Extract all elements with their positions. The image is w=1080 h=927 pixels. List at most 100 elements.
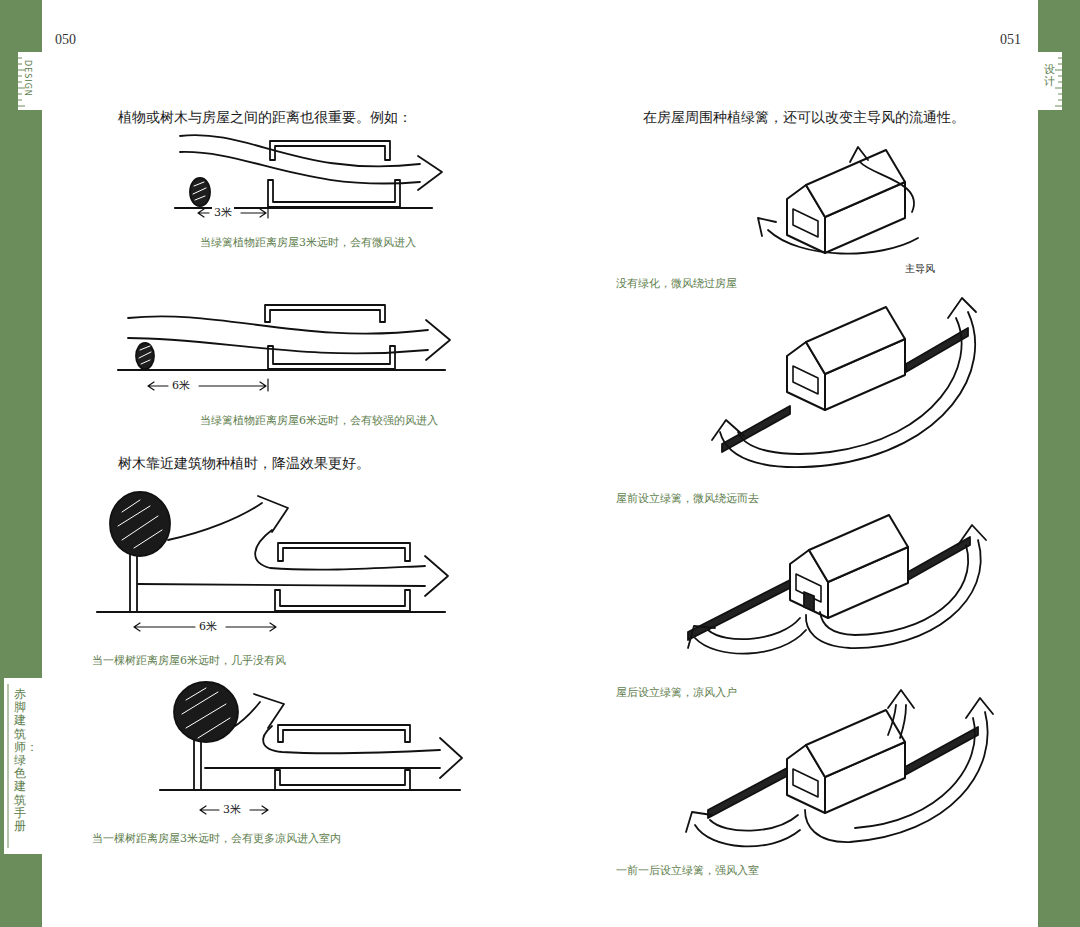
wind-band <box>180 135 420 166</box>
dimension-arrow <box>241 206 268 218</box>
house-iso <box>787 710 905 813</box>
hedge-strip <box>688 580 790 640</box>
house-iso <box>787 150 905 253</box>
dimension: 6米 <box>170 379 192 393</box>
house-door <box>804 592 814 611</box>
front-hedge-plan <box>712 298 976 467</box>
wind-curve <box>860 162 914 212</box>
wind-arrowhead <box>966 698 993 718</box>
page-number: 050 <box>55 32 76 48</box>
tree-trunk <box>130 550 137 612</box>
dimension: 6米 <box>197 620 219 634</box>
hedge-6m-section <box>118 305 450 391</box>
tree-6m-section <box>97 492 448 631</box>
hedge-bush <box>136 343 154 369</box>
wind-arrowhead <box>850 147 868 162</box>
wind-curve <box>806 540 981 648</box>
wind-arrowhead <box>440 738 462 778</box>
hedge-strip <box>722 406 790 452</box>
page-number: 051 <box>1000 32 1021 48</box>
house-roof <box>278 725 410 742</box>
caption: 屋后设立绿篱，凉风入户 <box>616 686 737 700</box>
wind-band <box>263 726 440 753</box>
spine-rule <box>8 684 9 848</box>
wind-curve <box>888 705 906 738</box>
wind-arrowhead <box>758 218 776 236</box>
wind-band <box>180 152 420 184</box>
hedge-strip <box>905 727 978 775</box>
wind-arrowhead <box>712 420 744 440</box>
wind-band <box>128 338 428 353</box>
house-floor <box>275 590 410 611</box>
caption: 没有绿化，微风绕过房屋 <box>616 277 737 291</box>
hedge-strip <box>908 537 970 580</box>
hedge-strip <box>708 768 787 818</box>
wind-curve <box>805 712 988 842</box>
house-roof <box>265 305 385 322</box>
house-roof <box>270 141 390 160</box>
wind-curve <box>820 545 968 635</box>
heading: 植物或树木与房屋之间的距离也很重要。例如： <box>118 108 412 126</box>
wind-band <box>255 530 425 570</box>
wind-arrowhead <box>958 525 986 545</box>
two-hedge-plan <box>686 690 993 846</box>
caption: 当绿篱植物距离房屋3米远时，会有微风进入 <box>200 236 416 250</box>
wind-label: 主导风 <box>903 262 937 275</box>
right-tab <box>1038 52 1062 110</box>
wind-arrowhead <box>686 812 712 832</box>
wind-arrowhead <box>254 694 284 728</box>
wind-band <box>128 316 428 333</box>
tree-canopy <box>174 682 238 742</box>
caption: 屋前设立绿篱，微风绕远而去 <box>616 492 759 506</box>
wind-curve <box>710 815 798 831</box>
book-title: 赤脚建筑师：绿色建筑手册 <box>14 688 26 833</box>
spine-box <box>4 678 42 854</box>
canopy-hatch <box>118 500 162 548</box>
dimension-arrow <box>198 209 209 217</box>
wind-arrowhead <box>425 556 448 596</box>
wind-band <box>138 584 425 586</box>
right-band <box>1038 0 1080 927</box>
dimension-arrow <box>199 379 268 391</box>
wind-arrowhead <box>688 626 715 648</box>
no-hedge-plan <box>758 147 918 254</box>
wind-arrowhead <box>888 690 914 708</box>
hedge-bush <box>190 178 210 206</box>
wind-band <box>168 503 262 540</box>
house-floor <box>268 346 395 369</box>
canopy-hatch <box>182 688 230 738</box>
left-band <box>0 0 42 927</box>
dimension-arrow <box>226 623 276 631</box>
dimension-arrow <box>200 806 219 814</box>
wind-band <box>232 702 260 728</box>
dimension-arrow <box>250 806 268 814</box>
bush-hatch <box>139 346 151 364</box>
dimension-arrow <box>148 382 168 390</box>
caption: 一前一后设立绿篱，强风入室 <box>616 864 759 878</box>
caption: 当一棵树距离房屋6米远时，几乎没有风 <box>92 654 286 668</box>
tree-canopy <box>110 492 170 556</box>
wind-curve <box>695 825 800 846</box>
dimension-arrow <box>134 623 195 631</box>
wind-arrowhead <box>426 320 450 360</box>
left-tab <box>18 52 42 110</box>
wind-curve <box>768 230 918 254</box>
section-tab: 设计 <box>1044 64 1055 88</box>
wind-arrowhead <box>258 496 288 532</box>
section-tab: DESIGN <box>23 60 32 97</box>
wind-band <box>205 767 440 769</box>
house-iso <box>790 515 908 618</box>
wind-arrowhead <box>418 156 442 190</box>
bush-hatch <box>193 182 206 200</box>
caption: 当一棵树距离房屋3米远时，会有更多凉风进入室内 <box>92 832 341 846</box>
ruler-ticks <box>1055 58 1062 106</box>
wind-curve <box>738 318 962 454</box>
heading: 在房屋周围种植绿篱，还可以改变主导风的流通性。 <box>643 108 965 126</box>
wind-curve <box>855 718 975 828</box>
wind-arrowhead <box>948 298 976 318</box>
heading: 树木靠近建筑物种植时，降温效果更好。 <box>118 454 370 472</box>
dimension: 3米 <box>212 206 234 220</box>
wind-curve <box>708 618 800 639</box>
